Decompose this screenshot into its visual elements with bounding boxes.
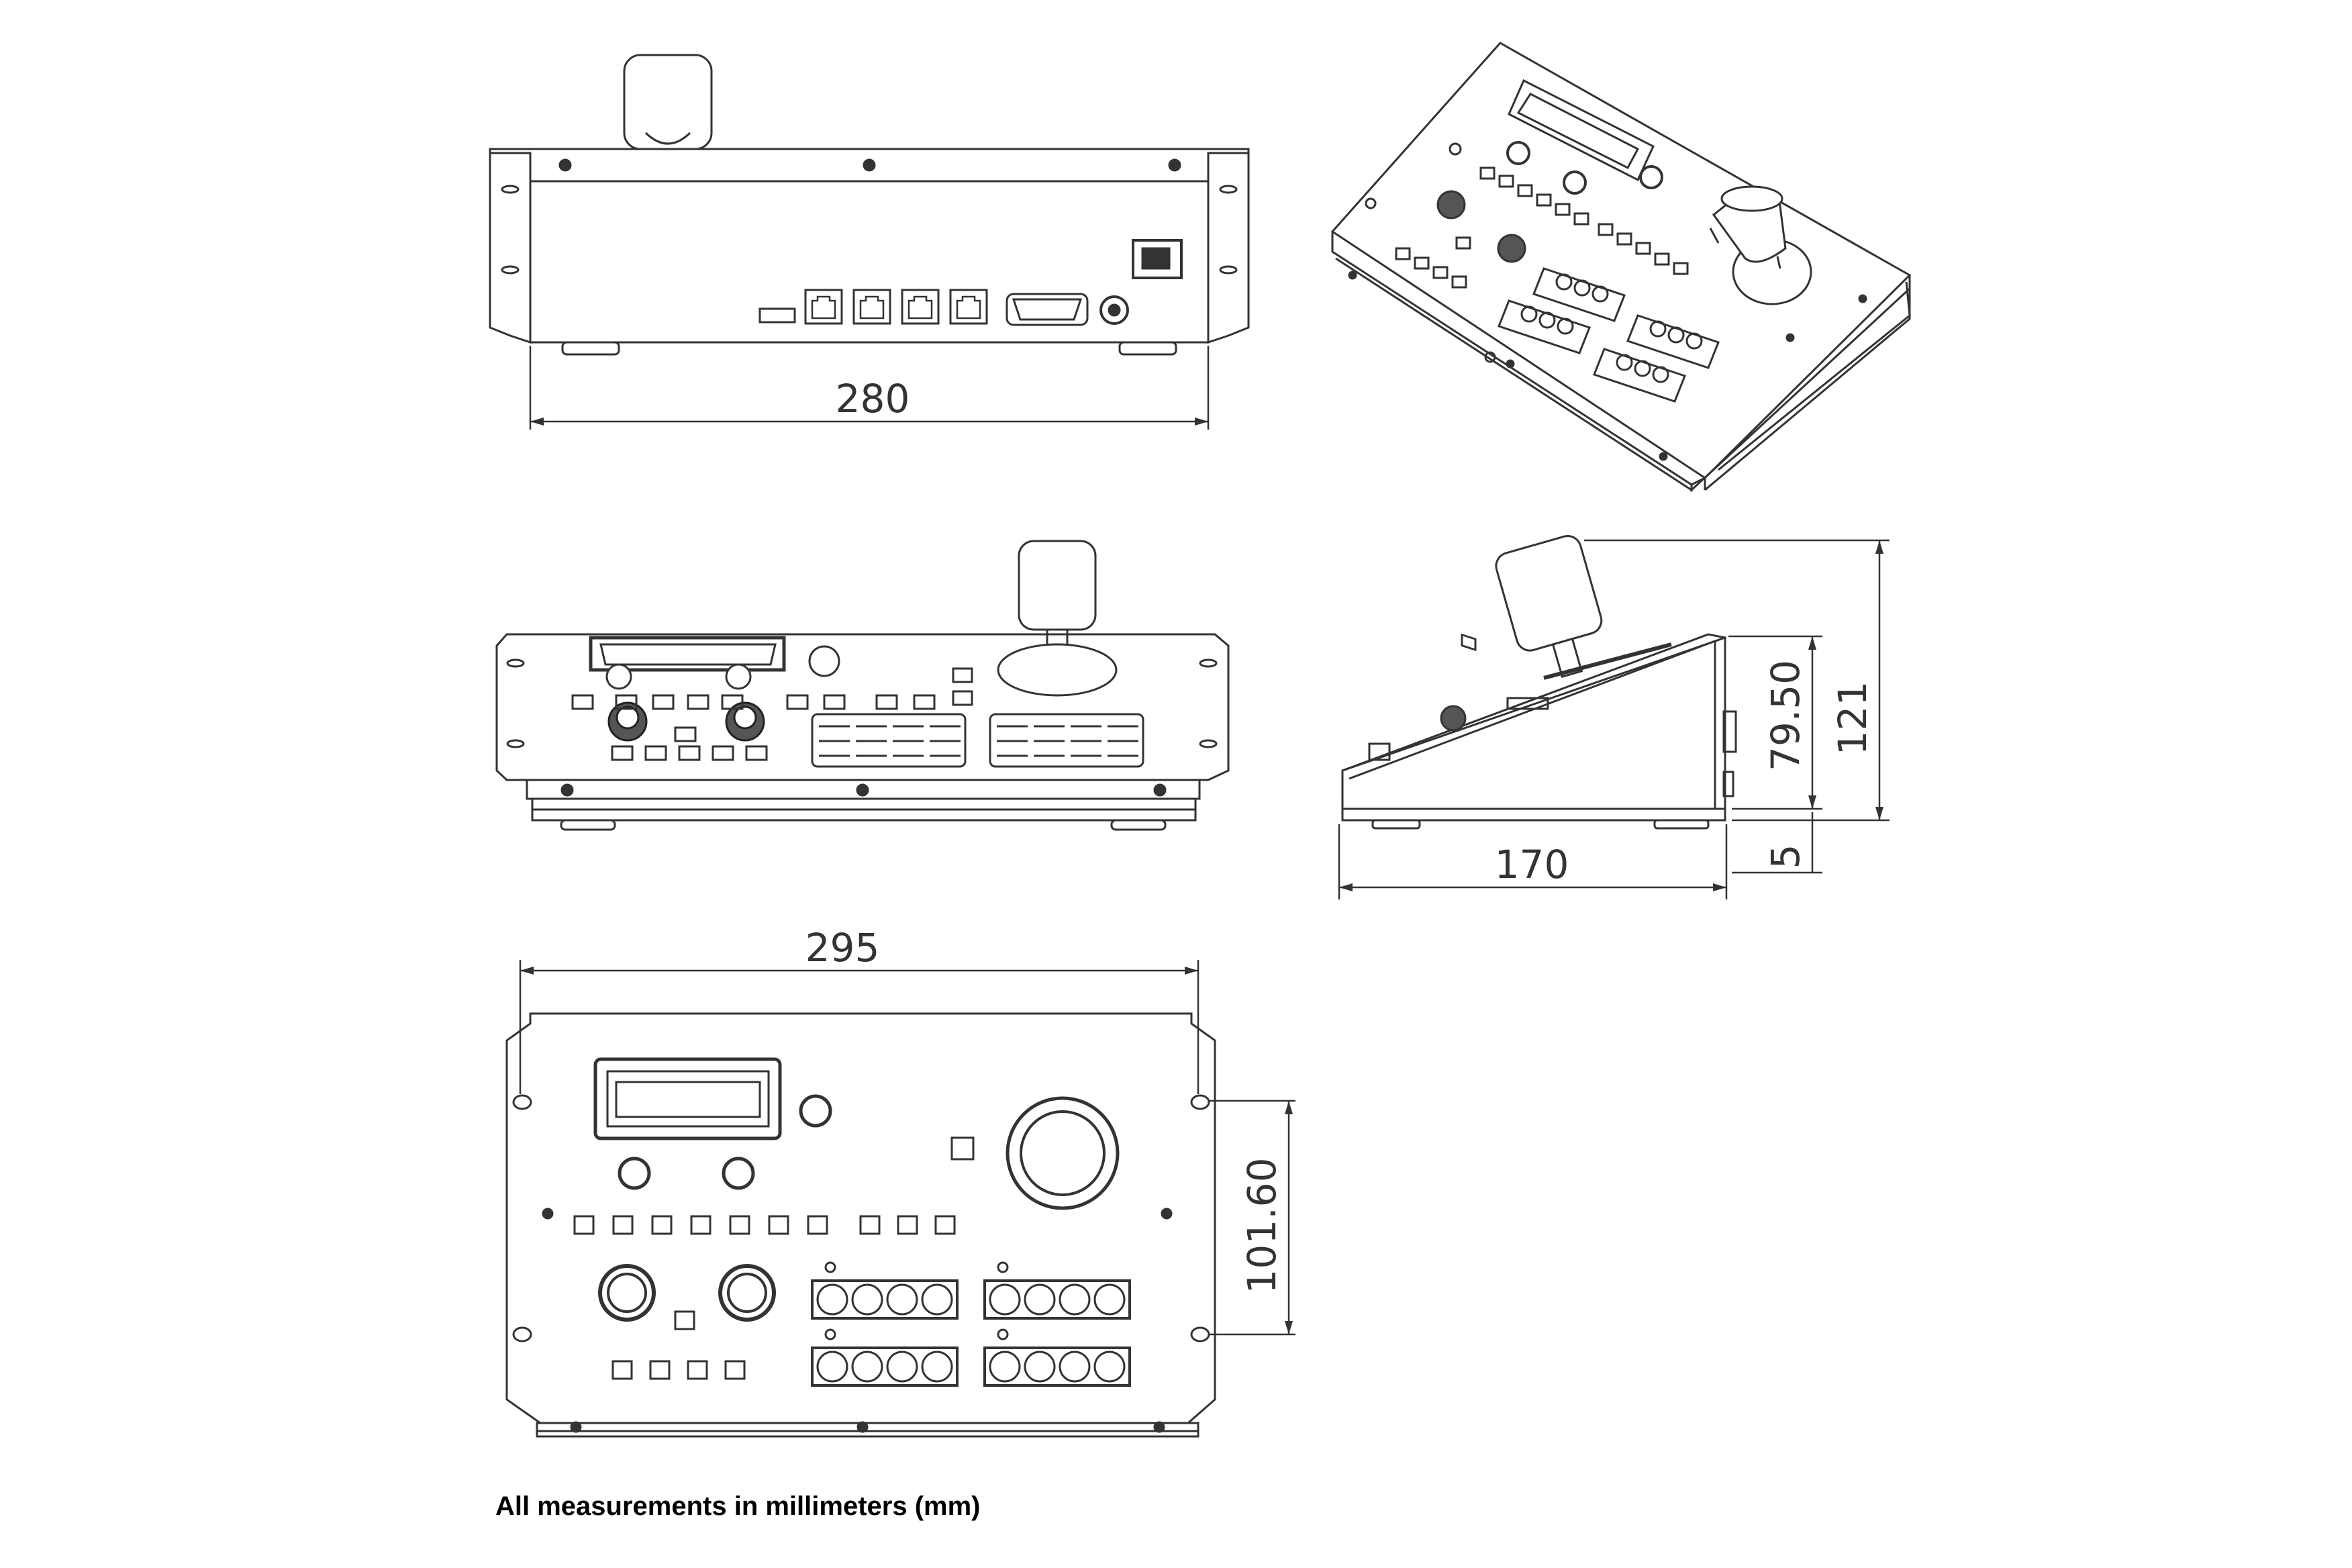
iso-lcd [1508,79,1655,182]
side-joystick [1495,535,1603,678]
side-body [1341,636,1726,810]
front-view [495,540,1230,831]
top-lcd [593,1057,782,1140]
front-keypads [811,713,1144,768]
isometric-view [1330,42,1912,652]
rear-view [489,54,1250,356]
dim-mount-hole-spacing: 101.60 [1239,1158,1285,1294]
front-joystick-base [997,643,1118,697]
rear-right-bracket [1207,152,1250,344]
dim-overall-height: 121 [1830,681,1875,756]
side-view [1341,535,1737,830]
top-keypads [811,1261,1131,1387]
top-large-knob-left [598,1264,656,1322]
iso-top-face [1330,42,1912,479]
iso-small-buttons [1395,166,1689,652]
joystick-cap [623,54,713,150]
top-view [505,1012,1216,1438]
dimension-lines [519,346,1890,1336]
dim-foot-height: 5 [1763,844,1808,869]
usb-port [758,307,796,324]
db9-port [1012,298,1083,321]
front-small-buttons [571,694,936,761]
mount-hole-bl [512,1326,532,1342]
measurement-caption: All measurements in millimeters (mm) [495,1491,981,1521]
mount-hole-tr [1190,1094,1210,1110]
rear-left-bracket [489,152,532,344]
mount-hole-tl [512,1094,532,1110]
dim-depth: 170 [1495,842,1569,887]
dc-jack [1099,295,1129,325]
dim-rear-width: 280 [836,376,910,422]
power-switch [1132,239,1183,279]
front-joystick-cap [1018,540,1097,631]
top-large-knob-right [718,1264,776,1322]
dim-front-width: 295 [805,925,880,971]
top-joystick-outer [1006,1096,1120,1210]
dim-body-height: 79.50 [1763,660,1808,771]
rear-body [529,180,1210,344]
